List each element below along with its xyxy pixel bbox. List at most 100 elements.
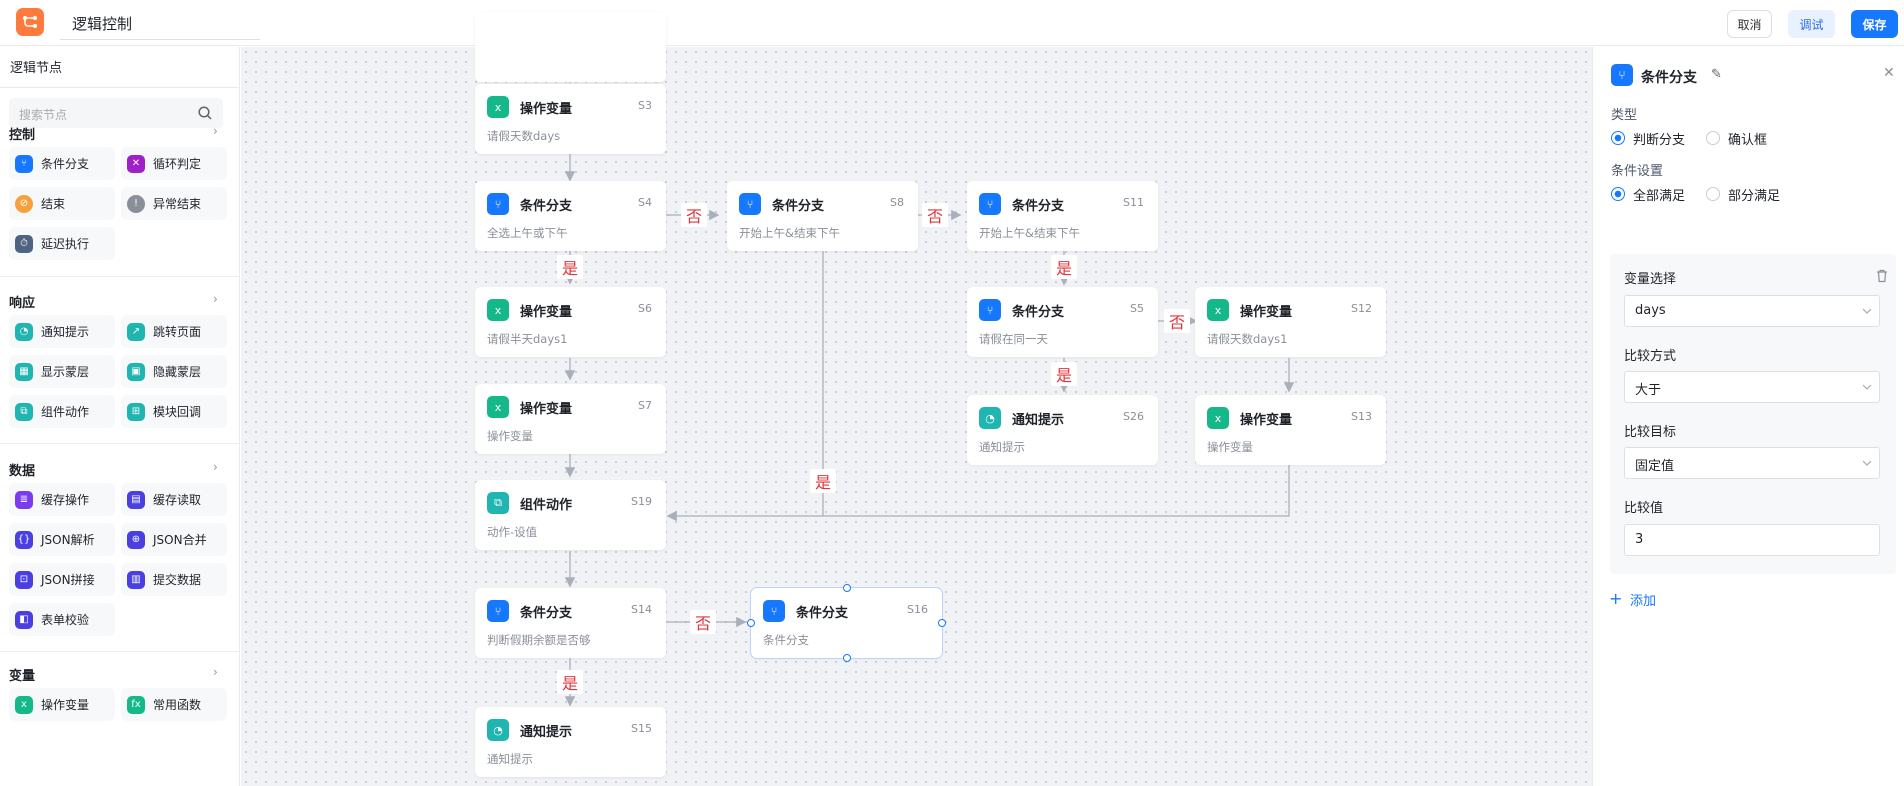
flow-node-S15[interactable]: ◔ 通知提示 S15 通知提示 xyxy=(475,707,666,777)
edge-label-no[interactable]: 否 xyxy=(681,203,707,227)
edge-label-yes[interactable]: 是 xyxy=(1051,362,1077,386)
radio-partial-match[interactable] xyxy=(1706,187,1720,201)
edge-label-yes[interactable]: 是 xyxy=(810,469,836,493)
app-logo-icon xyxy=(16,8,44,36)
variable-select[interactable]: days xyxy=(1624,295,1880,327)
node-desc: 判断假期余额是否够 xyxy=(487,633,591,647)
flow-node-S14[interactable]: ⑂ 条件分支 S14 判断假期余额是否够 xyxy=(475,588,666,658)
divider xyxy=(0,443,240,444)
palette-item-label: 通知提示 xyxy=(41,325,90,339)
add-condition-button[interactable]: 添加 xyxy=(1630,594,1657,609)
palette-item-jump[interactable]: ↗跳转页面 xyxy=(121,315,227,348)
jump-icon: ↗ xyxy=(127,322,145,341)
radio-all-match[interactable] xyxy=(1611,187,1625,201)
flow-node-S16-selected[interactable]: ⑂ 条件分支 S16 条件分支 xyxy=(747,584,946,662)
node-title: 条件分支 xyxy=(1012,199,1065,214)
palette-item-json-merge[interactable]: ⊕JSON合并 xyxy=(121,523,227,556)
save-button[interactable]: 保存 xyxy=(1851,10,1898,38)
flow-node-S11[interactable]: ⑂ 条件分支 S11 开始上午&结束下午 xyxy=(967,181,1158,251)
palette-item-loop[interactable]: ✕循环判定 xyxy=(121,147,227,180)
palette-item-end[interactable]: ⊘结束 xyxy=(9,187,115,220)
edge-label-yes[interactable]: 是 xyxy=(1051,255,1077,279)
chevron-right-icon[interactable]: › xyxy=(213,292,218,306)
connector-lines xyxy=(564,47,1295,707)
hide-mask-icon: ▣ xyxy=(127,362,145,381)
node-title: 条件分支 xyxy=(796,606,849,621)
palette-item-label: 延迟执行 xyxy=(41,237,90,251)
flow-canvas[interactable]: x 操作变量 S3 请假天数days ⑂ 条件分支 S4 全选上午或下午 ⑂ 条… xyxy=(241,12,1592,786)
edge-label-no[interactable]: 否 xyxy=(690,610,716,634)
palette-item-cache-read[interactable]: ▤缓存读取 xyxy=(121,483,227,516)
plus-icon[interactable]: + xyxy=(1609,589,1623,608)
palette-item-notify[interactable]: ◔通知提示 xyxy=(9,315,115,348)
palette-item-hide-mask[interactable]: ▣隐藏蒙层 xyxy=(121,355,227,388)
edge-label-yes[interactable]: 是 xyxy=(557,255,583,279)
palette-item-cache-op[interactable]: ≣缓存操作 xyxy=(9,483,115,516)
loop-icon: ✕ xyxy=(127,154,145,173)
node-desc: 操作变量 xyxy=(1207,440,1253,454)
debug-button[interactable]: 调试 xyxy=(1788,10,1835,38)
palette-item-json-parse[interactable]: {}JSON解析 xyxy=(9,523,115,556)
submit-icon: ▥ xyxy=(127,570,145,589)
palette-item-label: 组件动作 xyxy=(41,405,90,419)
flow-node-S13[interactable]: x 操作变量 S13 操作变量 xyxy=(1195,395,1386,465)
palette-item-form-validate[interactable]: ◧表单校验 xyxy=(9,603,115,636)
palette-item-component-action[interactable]: ⧉组件动作 xyxy=(9,395,115,428)
flow-node-S6[interactable]: x 操作变量 S6 请假半天days1 xyxy=(475,287,666,357)
cache-read-icon: ▤ xyxy=(127,490,145,509)
chevron-right-icon[interactable]: › xyxy=(213,460,218,474)
flow-node-S4[interactable]: ⑂ 条件分支 S4 全选上午或下午 xyxy=(475,181,666,251)
branch-icon: ⑂ xyxy=(763,600,785,622)
node-title: 通知提示 xyxy=(1012,413,1065,428)
trash-icon[interactable] xyxy=(1874,268,1890,284)
connect-handle-left[interactable] xyxy=(747,619,755,627)
radio-confirm-box[interactable] xyxy=(1706,131,1720,145)
chevron-right-icon[interactable]: › xyxy=(213,124,218,138)
connect-handle-bottom[interactable] xyxy=(843,654,851,662)
palette-item-json-concat[interactable]: ⊡JSON拼接 xyxy=(9,563,115,596)
palette-item-error-end[interactable]: !异常结束 xyxy=(121,187,227,220)
compare-value-input[interactable]: 3 xyxy=(1624,524,1880,556)
palette-item-submit[interactable]: ▥提交数据 xyxy=(121,563,227,596)
close-icon[interactable]: ✕ xyxy=(1883,65,1895,81)
cancel-button[interactable]: 取消 xyxy=(1727,10,1772,38)
section-title-variable: 变量 xyxy=(9,669,36,684)
node-id: S13 xyxy=(1351,410,1372,423)
edge-label-no[interactable]: 否 xyxy=(922,203,948,227)
compare-method-select[interactable]: 大于 xyxy=(1624,371,1880,403)
flow-node-S26[interactable]: ◔ 通知提示 S26 通知提示 xyxy=(967,395,1158,465)
connect-handle-top[interactable] xyxy=(843,584,851,592)
node-title: 操作变量 xyxy=(520,402,573,417)
flow-node-S3[interactable]: x 操作变量 S3 请假天数days xyxy=(475,84,666,154)
palette-item-branch[interactable]: ⑂条件分支 xyxy=(9,147,115,180)
divider xyxy=(0,276,240,277)
search-input[interactable]: 搜索节点 xyxy=(9,98,223,128)
flow-node-S8[interactable]: ⑂ 条件分支 S8 开始上午&结束下午 xyxy=(727,181,918,251)
flow-node-S19[interactable]: ⧉ 组件动作 S19 动作-设值 xyxy=(475,480,666,550)
flow-node-S12[interactable]: x 操作变量 S12 请假天数days1 xyxy=(1195,287,1386,357)
flow-node-S7[interactable]: x 操作变量 S7 操作变量 xyxy=(475,384,666,454)
palette-item-delay[interactable]: ⏱延迟执行 xyxy=(9,227,115,260)
edge-label-no[interactable]: 否 xyxy=(1164,309,1190,333)
search-icon[interactable] xyxy=(197,105,213,121)
radio-judge-branch[interactable] xyxy=(1611,131,1625,145)
edit-icon[interactable]: ✎ xyxy=(1711,67,1722,82)
node-id: S6 xyxy=(638,302,652,315)
palette-item-module-callback[interactable]: ⊞模块回调 xyxy=(121,395,227,428)
palette-item-show-mask[interactable]: ▦显示蒙层 xyxy=(9,355,115,388)
palette-item-label: 表单校验 xyxy=(41,613,90,627)
flow-node-partial[interactable] xyxy=(475,12,666,82)
branch-icon: ⑂ xyxy=(487,193,509,215)
compare-target-select[interactable]: 固定值 xyxy=(1624,447,1880,479)
chevron-right-icon[interactable]: › xyxy=(213,665,218,679)
condition-card: 变量选择 days 比较方式 大于 比较目标 固定值 比较值 3 xyxy=(1610,254,1896,574)
connect-handle-right[interactable] xyxy=(938,619,946,627)
node-desc: 全选上午或下午 xyxy=(487,226,568,240)
palette-item-label: JSON拼接 xyxy=(41,573,95,587)
branch-icon: ⑂ xyxy=(979,193,1001,215)
flow-node-S5[interactable]: ⑂ 条件分支 S5 请假在同一天 xyxy=(967,287,1158,357)
flow-title-input[interactable]: 逻辑控制 xyxy=(60,8,260,40)
edge-label-yes[interactable]: 是 xyxy=(557,670,583,694)
